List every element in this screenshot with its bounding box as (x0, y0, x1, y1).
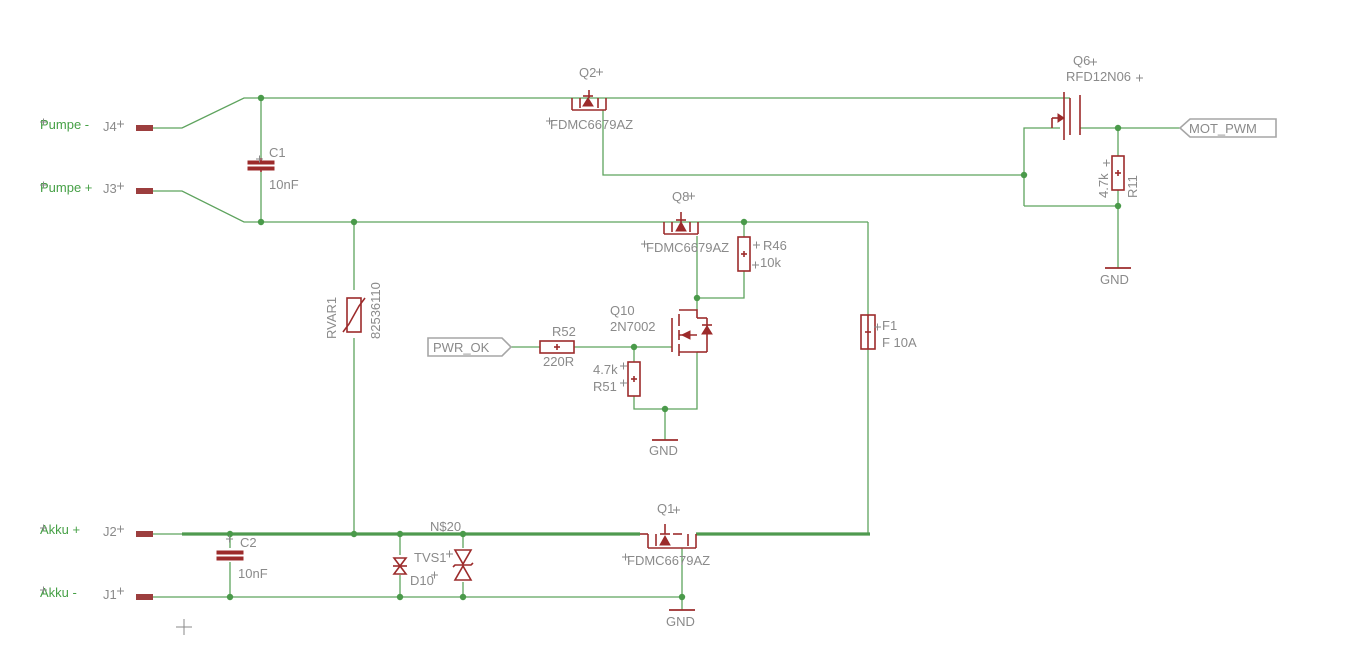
resistor-r51[interactable] (627, 361, 641, 397)
junction-dot (459, 593, 467, 601)
net-label-akku-minus: Akku - (40, 585, 77, 600)
capacitor-c2[interactable] (216, 550, 244, 561)
r11-ref: R11 (1125, 175, 1140, 198)
d10-ref: D10 (410, 573, 434, 588)
rvar1-ref: RVAR1 (324, 297, 339, 339)
q8-ref: Q8 (672, 189, 689, 204)
capacitor-c1[interactable] (247, 158, 275, 172)
junction-dot (226, 530, 234, 538)
c2-value: 10nF (238, 566, 268, 581)
connector-pads (136, 125, 153, 600)
net-label-n20: N$20 (430, 519, 461, 534)
r11-value: 4.7k (1096, 173, 1111, 198)
junction-dot (350, 218, 358, 226)
tvs1-ref: TVS1 (414, 550, 447, 565)
junction-dot (1114, 124, 1122, 132)
r51-value: 4.7k (593, 362, 618, 377)
c1-ref: C1 (269, 145, 286, 160)
junction-dot (1020, 171, 1028, 179)
connector-j2-ref: J2 (103, 524, 117, 539)
net-flag-pwr-ok[interactable]: PWR_OK (427, 337, 513, 357)
connector-j1-ref: J1 (103, 587, 117, 602)
q10-ref: Q10 (610, 303, 635, 318)
c2-ref: C2 (240, 535, 257, 550)
net-flag-mot-pwm[interactable]: MOT_PWM (1178, 118, 1277, 138)
c1-value: 10nF (269, 177, 299, 192)
junctions (226, 94, 1122, 601)
f1-value: F 10A (882, 335, 917, 350)
resistor-r46[interactable] (737, 236, 751, 272)
junction-dot (1114, 202, 1122, 210)
net-label-pump-minus: Pumpe - (40, 117, 89, 132)
q6-ref: Q6 (1073, 53, 1090, 68)
junction-dot (257, 94, 265, 102)
resistor-r11[interactable] (1111, 155, 1125, 191)
origin-markers (40, 58, 1143, 635)
net-label-pump-plus: Pumpe + (40, 180, 92, 195)
connector-j3-ref: J3 (103, 181, 117, 196)
rvar1-value: 82536110 (368, 282, 383, 339)
f1-ref: F1 (882, 318, 897, 333)
r51-ref: R51 (593, 379, 617, 394)
junction-dot (257, 218, 265, 226)
varistor-rvar1[interactable] (342, 297, 366, 333)
junction-dot (396, 593, 404, 601)
fuse-f1[interactable] (860, 314, 876, 350)
tvs-diode-tvs1[interactable] (452, 549, 474, 581)
q1-value: FDMC6679AZ (627, 553, 710, 568)
q8-value: FDMC6679AZ (646, 240, 729, 255)
pad-j1[interactable] (136, 594, 153, 600)
r52-value: 220R (543, 354, 574, 369)
r52-ref: R52 (552, 324, 576, 339)
wire-q10-source[interactable] (633, 352, 698, 410)
r46-ref: R46 (763, 238, 787, 253)
junction-dot (226, 593, 234, 601)
junction-dot (350, 530, 358, 538)
junction-dot (740, 218, 748, 226)
q1-ref: Q1 (657, 501, 674, 516)
pad-j3[interactable] (136, 188, 153, 194)
gnd-label-q10: GND (649, 443, 678, 458)
resistor-r52[interactable] (539, 340, 575, 354)
mosfet-q8[interactable] (663, 212, 699, 235)
junction-dot (630, 343, 638, 351)
junction-dot (661, 405, 669, 413)
junction-dot (693, 294, 701, 302)
diode-d10[interactable] (392, 557, 408, 575)
pad-j4[interactable] (136, 125, 153, 131)
wire-q2-to-q6[interactable] (602, 110, 1024, 176)
junction-dot (678, 593, 686, 601)
wire-pump-minus[interactable] (152, 97, 1070, 129)
q10-value: 2N7002 (610, 319, 656, 334)
mot-pwm-label: MOT_PWM (1189, 121, 1257, 136)
gnd-label-q1: GND (666, 614, 695, 629)
pad-j2[interactable] (136, 531, 153, 537)
wires (152, 97, 1180, 610)
junction-dot (459, 530, 467, 538)
wire-pump-plus[interactable] (152, 190, 868, 223)
r46-value: 10k (760, 255, 781, 270)
net-label-akku-plus: Akku + (40, 522, 80, 537)
wire-r46-bottom[interactable] (697, 271, 745, 299)
mosfet-q6[interactable] (1051, 92, 1081, 140)
mosfet-q1[interactable] (640, 524, 697, 549)
q2-ref: Q2 (579, 65, 596, 80)
wire-q6-source[interactable] (1023, 127, 1060, 206)
gnd-label-q6: GND (1100, 272, 1129, 287)
q6-value: RFD12N06 (1066, 69, 1131, 84)
mosfet-q10[interactable] (671, 309, 713, 356)
mosfet-q2[interactable] (571, 90, 607, 111)
q2-value: FDMC6679AZ (550, 117, 633, 132)
pwr-ok-label: PWR_OK (433, 340, 490, 355)
junction-dot (396, 530, 404, 538)
connector-j4-ref: J4 (103, 119, 117, 134)
